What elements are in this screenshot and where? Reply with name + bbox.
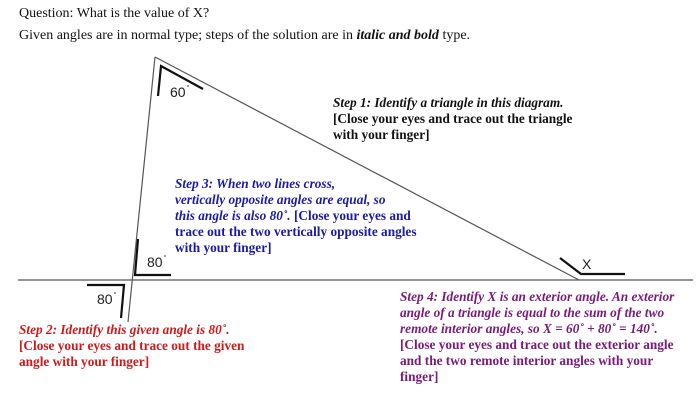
step3-line-1: Step 3: When two lines cross, <box>175 176 336 191</box>
angle-label-80-interior: 80° <box>147 254 167 270</box>
step4-line-6: finger] <box>400 369 439 384</box>
step1-line-2: [Close your eyes and trace out the trian… <box>333 111 573 126</box>
instructions-suffix: type. <box>438 28 471 43</box>
step2-line-1: Step 2: Identify this given angle is 80˚… <box>19 322 230 337</box>
angle-label-80-opposite: 80° <box>97 291 117 307</box>
step1-line-1: Step 1: Identify a triangle in this diag… <box>333 95 564 110</box>
question-text: Question: What is the value of X? <box>19 6 210 21</box>
instructions-prefix: Given angles are in normal type; steps o… <box>19 28 357 43</box>
angle-mark-x <box>559 257 625 276</box>
step3-line-3a: this angle is also 80˚. <box>175 208 291 223</box>
step2-line-3: angle with your finger] <box>19 354 150 369</box>
step2-line-2: [Close your eyes and trace out the given <box>19 338 245 353</box>
step4-line-1: Step 4: Identify X is an exterior angle.… <box>400 289 675 304</box>
step3-line-4: trace out the two vertically opposite an… <box>175 224 417 239</box>
step3-line-3: this angle is also 80˚. [Close your eyes… <box>175 208 445 224</box>
angle-mark-80-opposite <box>87 283 126 319</box>
step3-annotation: Step 3: When two lines cross, vertically… <box>175 176 445 256</box>
step4-line-2: angle of a triangle is equal to the sum … <box>400 305 665 320</box>
angle-mark-60 <box>156 64 204 97</box>
hypotenuse-line <box>154 56 580 281</box>
step4-line-3: remote interior angles, so X = 60˚ + 80˚… <box>400 321 658 336</box>
angle-mark-80-interior <box>133 238 171 277</box>
step3-line-5: with your finger] <box>175 240 272 255</box>
angle-label-60: 60° <box>170 84 190 100</box>
step3-line-2: vertically opposite angles are equal, so <box>175 192 386 207</box>
instructions-text: Given angles are in normal type; steps o… <box>19 28 470 44</box>
instructions-emphasis: italic and bold <box>356 28 439 43</box>
step4-annotation: Step 4: Identify X is an exterior angle.… <box>400 289 700 385</box>
step3-line-3b: [Close your eyes and <box>290 208 411 223</box>
step2-annotation: Step 2: Identify this given angle is 80˚… <box>19 322 279 370</box>
step4-line-4: [Close your eyes and trace out the exter… <box>400 337 674 352</box>
angle-label-x: X <box>582 256 592 272</box>
left-side-line <box>127 56 156 323</box>
step1-line-3: with your finger] <box>333 127 430 142</box>
step4-line-5: and the two remote interior angles with … <box>400 353 654 368</box>
step1-annotation: Step 1: Identify a triangle in this diag… <box>333 95 603 143</box>
